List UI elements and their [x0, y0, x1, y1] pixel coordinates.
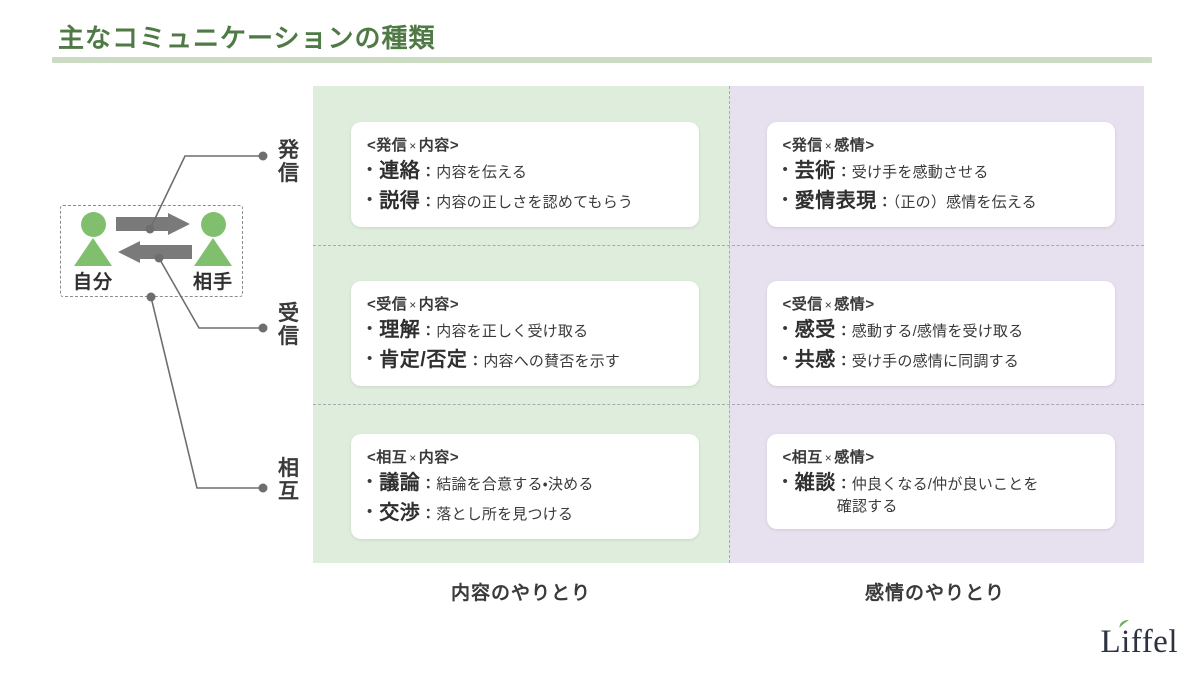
liffel-logo: Liffel: [1100, 624, 1178, 660]
description-line2: 確認する: [836, 497, 898, 515]
person-body-icon: [194, 238, 232, 266]
term: 説得: [379, 189, 421, 212]
bullet-dot-icon: •: [367, 320, 373, 337]
column-label-emotion: 感情のやりとり: [864, 583, 1005, 604]
description: 仲良くなる/仲が良いことを: [851, 476, 1039, 493]
bullet-dot-icon: •: [367, 473, 373, 490]
card-bullet-list: •雑談：仲良くなる/仲が良いことを確認する: [783, 471, 1099, 516]
description: 受け手の感情に同調する: [851, 352, 1019, 370]
description: 落とし所を見つける: [436, 505, 574, 523]
list-item: •感受：感動する/感情を受け取る: [782, 319, 1024, 341]
actor-other: 相手: [187, 212, 239, 294]
term: 芸術: [794, 160, 836, 182]
list-item: •議論：結論を合意する・決める: [367, 472, 594, 494]
list-item: •愛情表現：（正の）感情を伝える: [782, 189, 1037, 212]
arrow-left-icon: [118, 241, 192, 263]
card-heading: <発信×内容>: [367, 137, 460, 154]
card-hassin-naiyou[interactable]: <発信×内容> •連絡：内容を伝える •説得：内容の正しさを認めてもらう: [351, 122, 699, 228]
description: 内容の正しさを認めてもらう: [436, 193, 634, 211]
actor-other-label: 相手: [192, 272, 233, 293]
row-label-sougo: 相互: [278, 457, 300, 503]
communication-matrix: <発信×内容> •連絡：内容を伝える •説得：内容の正しさを認めてもらう <受信…: [313, 86, 1144, 563]
row-divider-1: [313, 245, 1144, 246]
actor-self-label: 自分: [72, 272, 113, 293]
list-item: •雑談：仲良くなる/仲が良いことを確認する: [783, 471, 1099, 516]
description: 受け手を感動させる: [851, 164, 989, 181]
term: 連絡: [379, 160, 421, 182]
card-bullet-list: •芸術：受け手を感動させる •愛情表現：（正の）感情を伝える: [783, 159, 1099, 214]
card-bullet-list: •感受：感動する/感情を受け取る •共感：受け手の感情に同調する: [783, 318, 1099, 373]
column-label-content: 内容のやりとり: [450, 583, 591, 604]
description: 内容を伝える: [436, 164, 528, 181]
connector-dot: [258, 483, 268, 493]
list-item: •理解：内容を正しく受け取る: [367, 319, 589, 341]
list-item: •連絡：内容を伝える: [367, 160, 528, 182]
row-label-hassin: 発信: [278, 139, 300, 185]
description: 結論を合意する・決める: [436, 476, 594, 493]
list-item: •肯定/否定：内容への賛否を示す: [367, 348, 621, 371]
description: （正の）感情を伝える: [892, 193, 1037, 211]
term: 議論: [379, 472, 421, 494]
row-divider-2: [313, 404, 1144, 405]
term: 交渉: [379, 501, 421, 524]
leaf-icon: [1119, 620, 1129, 628]
bullet-dot-icon: •: [782, 473, 788, 490]
term: 共感: [794, 348, 836, 371]
row-label-jushin: 受信: [278, 302, 300, 348]
connector-dot: [258, 151, 268, 161]
term: 雑談: [794, 472, 836, 494]
description: 内容を正しく受け取る: [436, 323, 589, 340]
term: 感受: [794, 319, 836, 341]
matrix-column-emotion: <発信×感情> •芸術：受け手を感動させる •愛情表現：（正の）感情を伝える <…: [728, 86, 1144, 563]
connector-dot: [258, 323, 268, 333]
card-bullet-list: •理解：内容を正しく受け取る •肯定/否定：内容への賛否を示す: [367, 318, 683, 373]
description: 感動する/感情を受け取る: [851, 323, 1024, 340]
card-sougo-kanjou[interactable]: <相互×感情> •雑談：仲良くなる/仲が良いことを確認する: [766, 434, 1115, 529]
person-body-icon: [74, 238, 112, 266]
page-title: 主なコミュニケーションの種類: [58, 23, 436, 53]
bullet-dot-icon: •: [367, 190, 373, 208]
term: 愛情表現: [794, 189, 877, 212]
card-jushin-kanjou[interactable]: <受信×感情> •感受：感動する/感情を受け取る •共感：受け手の感情に同調する: [766, 281, 1115, 387]
exchange-arrows: [116, 213, 192, 263]
matrix-column-content: <発信×内容> •連絡：内容を伝える •説得：内容の正しさを認めてもらう <受信…: [313, 86, 729, 563]
term: 肯定/否定: [379, 348, 468, 371]
arrow-right-icon: [116, 213, 190, 235]
actor-self: 自分: [67, 212, 119, 294]
description: 内容への賛否を示す: [483, 352, 621, 370]
card-heading: <相互×感情>: [782, 449, 875, 466]
bullet-dot-icon: •: [367, 349, 373, 367]
list-item: •説得：内容の正しさを認めてもらう: [367, 189, 634, 212]
connector-sougo: [150, 296, 263, 489]
bullet-dot-icon: •: [782, 190, 788, 208]
card-heading: <受信×内容>: [367, 296, 460, 313]
card-hassin-kanjou[interactable]: <発信×感情> •芸術：受け手を感動させる •愛情表現：（正の）感情を伝える: [766, 122, 1115, 228]
bullet-dot-icon: •: [367, 161, 373, 178]
title-underline-rule: [52, 57, 1152, 63]
bullet-dot-icon: •: [782, 349, 788, 367]
card-heading: <受信×感情>: [782, 296, 875, 313]
bullet-dot-icon: •: [367, 502, 373, 520]
list-item: •芸術：受け手を感動させる: [782, 160, 989, 182]
person-head-icon: [80, 212, 106, 237]
card-heading: <相互×内容>: [367, 449, 460, 466]
person-head-icon: [200, 212, 226, 237]
column-divider: [728, 86, 730, 563]
card-bullet-list: •議論：結論を合意する・決める •交渉：落とし所を見つける: [367, 471, 683, 526]
bullet-dot-icon: •: [782, 320, 788, 337]
term: 理解: [379, 319, 421, 341]
card-sougo-naiyou[interactable]: <相互×内容> •議論：結論を合意する・決める •交渉：落とし所を見つける: [351, 434, 699, 540]
list-item: •共感：受け手の感情に同調する: [782, 348, 1019, 371]
card-jushin-naiyou[interactable]: <受信×内容> •理解：内容を正しく受け取る •肯定/否定：内容への賛否を示す: [351, 281, 699, 387]
list-item: •交渉：落とし所を見つける: [367, 501, 574, 524]
card-heading: <発信×感情>: [782, 137, 875, 154]
card-bullet-list: •連絡：内容を伝える •説得：内容の正しさを認めてもらう: [367, 159, 683, 214]
bullet-dot-icon: •: [782, 161, 788, 178]
